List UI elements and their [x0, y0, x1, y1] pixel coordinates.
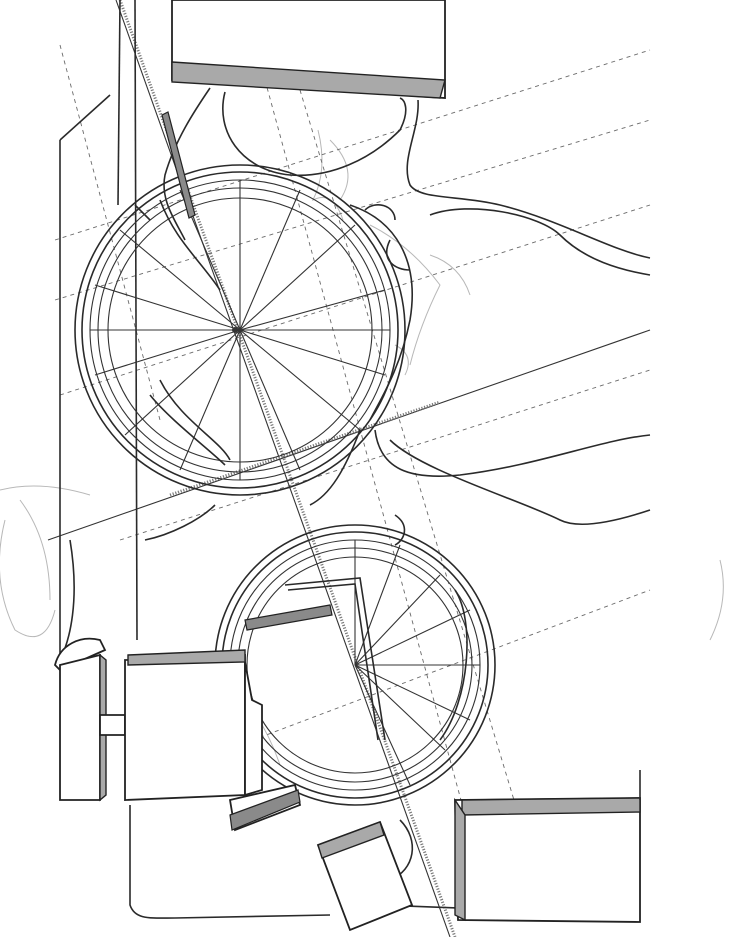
- upper-circular-plaza: [74, 164, 413, 496]
- garden-path-curves: [59, 87, 651, 919]
- left-wall-edges: [59, 0, 151, 655]
- top-block: [171, 0, 446, 99]
- lower-right-building: [454, 770, 641, 923]
- kiosk-block: [316, 820, 414, 932]
- lower-left-buildings: [54, 604, 333, 832]
- upper-bench: [161, 111, 196, 219]
- upper-plaza-center-point: [232, 327, 238, 333]
- pencil-sketch-marks: [0, 129, 724, 766]
